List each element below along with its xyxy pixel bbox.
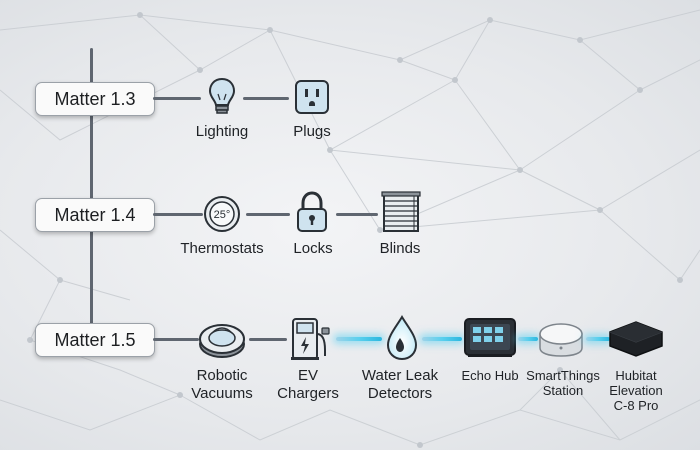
device-label-robotic-vacuums: Robotic Vacuums xyxy=(191,367,252,403)
version-pill-1-3: Matter 1.3 xyxy=(35,82,155,116)
outlet-icon xyxy=(293,78,331,116)
smartthings-station-icon xyxy=(536,318,586,358)
water-drop-icon xyxy=(382,314,422,362)
label-line: Chargers xyxy=(277,385,339,402)
hub-label-echo-hub: Echo Hub xyxy=(461,368,518,383)
thermostat-icon: 25° xyxy=(203,195,241,233)
glow-connector xyxy=(336,337,382,341)
hubitat-box-icon xyxy=(608,318,664,358)
connector xyxy=(249,338,287,341)
ev-charger-icon xyxy=(288,316,334,362)
device-label-water-leak-detectors: Water Leak Detectors xyxy=(362,367,438,403)
connector xyxy=(153,338,199,341)
robot-vacuum-icon xyxy=(198,318,246,360)
label-line: Robotic xyxy=(196,367,248,384)
glow-connector xyxy=(586,337,610,341)
glow-connector xyxy=(422,337,462,341)
version-pill-1-5: Matter 1.5 xyxy=(35,323,155,357)
connector xyxy=(153,97,201,100)
thermostat-readout: 25° xyxy=(214,209,231,221)
device-label-lighting: Lighting xyxy=(195,123,249,140)
connector xyxy=(246,213,290,216)
device-label-plugs: Plugs xyxy=(293,123,331,140)
label-line: Elevation xyxy=(609,383,663,398)
glow-connector xyxy=(518,337,538,341)
device-label-ev-chargers: EV Chargers xyxy=(277,367,339,403)
blinds-icon xyxy=(380,190,422,234)
label-line: Detectors xyxy=(367,385,433,402)
device-label-locks: Locks xyxy=(293,240,333,257)
version-pill-1-4: Matter 1.4 xyxy=(35,198,155,232)
label-line: Echo Hub xyxy=(461,368,519,383)
hub-label-smartthings-station: SmartThings Station xyxy=(526,368,600,398)
label-line: Vacuums xyxy=(191,385,253,402)
connector xyxy=(153,213,203,216)
label-line: SmartThings xyxy=(526,368,600,383)
tablet-hub-icon xyxy=(462,316,518,360)
padlock-icon xyxy=(292,190,332,234)
connector xyxy=(243,97,289,100)
label-line: Hubitat xyxy=(615,368,657,383)
label-line: EV xyxy=(297,367,319,384)
label-line: Station xyxy=(542,383,584,398)
device-label-thermostats: Thermostats xyxy=(180,240,264,257)
device-label-blinds: Blinds xyxy=(379,240,421,257)
hub-label-hubitat-elevation: Hubitat Elevation C-8 Pro xyxy=(609,368,662,413)
label-line: Water Leak xyxy=(361,367,439,384)
timeline-spine xyxy=(90,48,93,338)
lightbulb-icon xyxy=(204,76,240,116)
label-line: C-8 Pro xyxy=(613,398,659,413)
connector xyxy=(336,213,378,216)
